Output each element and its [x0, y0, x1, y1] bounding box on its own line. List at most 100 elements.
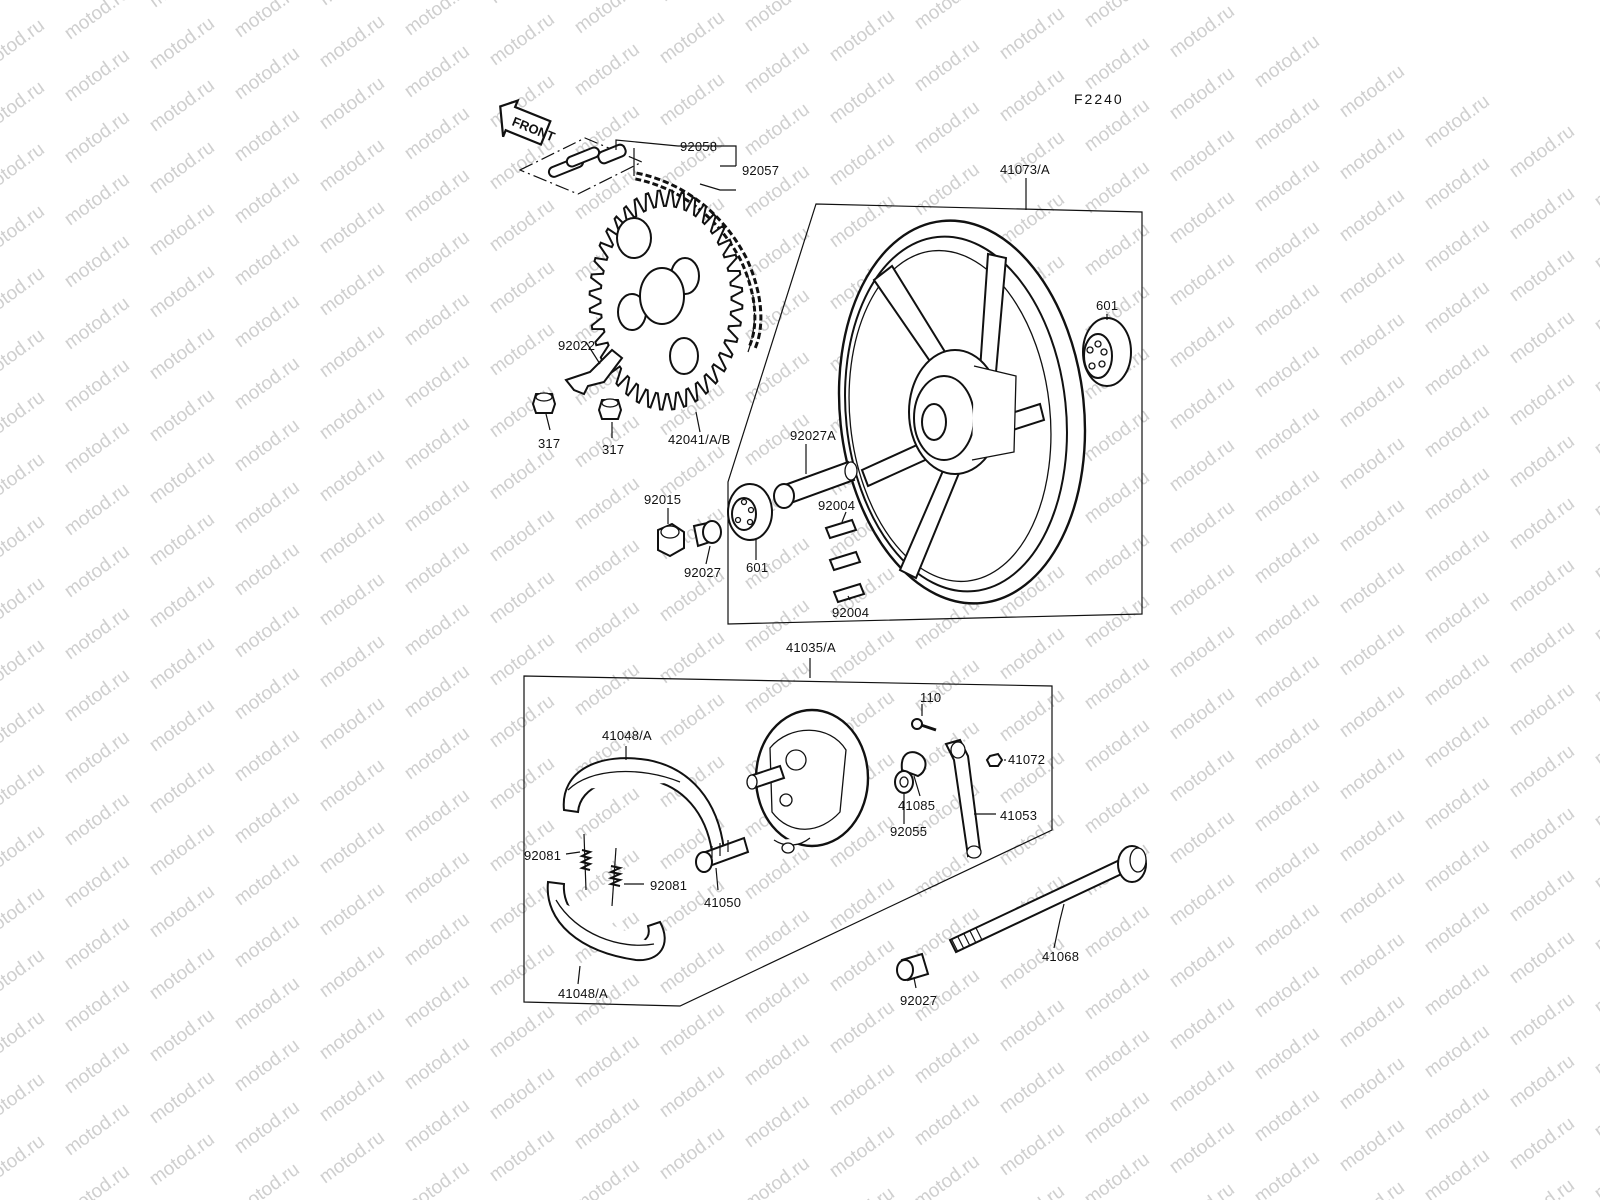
part-label: 92022 [558, 338, 595, 353]
wheel-group-frame [727, 203, 1143, 625]
watermark-text: motod.ru [656, 7, 729, 68]
watermark-text: motod.ru [401, 661, 474, 722]
watermark-text: motod.ru [316, 321, 389, 382]
watermark-text: motod.ru [1336, 61, 1409, 122]
watermark-text: motod.ru [146, 75, 219, 136]
watermark-text: motod.ru [1336, 247, 1409, 308]
watermark-text: motod.ru [1336, 371, 1409, 432]
part-label: 92027 [684, 565, 721, 580]
part-label: 92015 [644, 492, 681, 507]
front-arrow: FRONT [499, 98, 557, 146]
watermark-text: motod.ru [996, 0, 1069, 2]
watermark-text: motod.ru [1081, 963, 1154, 1024]
watermark-text: motod.ru [996, 623, 1069, 684]
watermark-text: motod.ru [0, 387, 49, 448]
watermark-text: motod.ru [1336, 185, 1409, 246]
watermark-text: motod.ru [231, 167, 304, 228]
watermark-text: motod.ru [1506, 493, 1579, 554]
watermark-text: motod.ru [146, 881, 219, 942]
part-label: 317 [602, 442, 624, 457]
watermark-text: motod.ru [486, 443, 559, 504]
watermark-text: motod.ru [1591, 957, 1600, 1018]
watermark-text: motod.ru [826, 935, 899, 996]
watermark-text: motod.ru [231, 787, 304, 848]
watermark-text: motod.ru [316, 631, 389, 692]
watermark-text: motod.ru [401, 227, 474, 288]
watermark-text: motod.ru [656, 1061, 729, 1122]
watermark-text: motod.ru [1166, 931, 1239, 992]
watermark-text: motod.ru [1506, 927, 1579, 988]
watermark-text: motod.ru [1081, 467, 1154, 528]
watermark-text: motod.ru [1166, 435, 1239, 496]
watermark-text: motod.ru [486, 0, 559, 8]
watermark-text: motod.ru [826, 129, 899, 190]
watermark-text: motod.ru [401, 785, 474, 846]
watermark-text: motod.ru [1591, 585, 1600, 646]
watermark-text: motod.ru [401, 909, 474, 970]
watermark-text: motod.ru [1336, 1177, 1409, 1200]
watermark-text: motod.ru [316, 0, 389, 10]
watermark-text: motod.ru [1166, 1, 1239, 62]
part-label: 41050 [704, 895, 741, 910]
watermark-text: motod.ru [1591, 1143, 1600, 1200]
watermark-text: motod.ru [1336, 123, 1409, 184]
watermark-text: motod.ru [61, 603, 134, 664]
watermark-text: motod.ru [61, 1099, 134, 1160]
watermark-text: motod.ru [231, 973, 304, 1034]
coupling-bracket [564, 348, 624, 396]
watermark-text: motod.ru [911, 35, 984, 96]
watermark-text: motod.ru [911, 1089, 984, 1150]
seal-92055 [894, 770, 914, 794]
part-label: 92055 [890, 824, 927, 839]
watermark-text: motod.ru [0, 325, 49, 386]
watermark-text: motod.ru [231, 911, 304, 972]
watermark-text: motod.ru [826, 5, 899, 66]
watermark-text: motod.ru [1166, 993, 1239, 1054]
watermark-text: motod.ru [0, 15, 49, 76]
watermark-text: motod.ru [1421, 91, 1494, 152]
watermark-text: motod.ru [996, 65, 1069, 126]
watermark-text: motod.ru [146, 509, 219, 570]
watermark-text: motod.ru [61, 231, 134, 292]
watermark-text: motod.ru [571, 535, 644, 596]
watermark-text: motod.ru [1251, 279, 1324, 340]
watermark-text: motod.ru [0, 0, 49, 14]
watermark-text: motod.ru [741, 0, 814, 36]
watermark-text: motod.ru [401, 165, 474, 226]
part-label: 41073/A [1000, 162, 1050, 177]
watermark-text: motod.ru [146, 571, 219, 632]
watermark-text: motod.ru [656, 689, 729, 750]
watermark-text: motod.ru [1166, 1117, 1239, 1178]
watermark-text: motod.ru [996, 1119, 1069, 1180]
watermark-text: motod.ru [1081, 777, 1154, 838]
watermark-text: motod.ru [1506, 121, 1579, 182]
watermark-text: motod.ru [316, 1065, 389, 1126]
watermark-text: motod.ru [61, 789, 134, 850]
watermark-text: motod.ru [1421, 897, 1494, 958]
watermark-text: motod.ru [231, 291, 304, 352]
watermark-text: motod.ru [571, 0, 644, 38]
watermark-text: motod.ru [1336, 805, 1409, 866]
watermark-text: motod.ru [1251, 1147, 1324, 1200]
watermark-text: motod.ru [231, 1035, 304, 1096]
watermark-text: motod.ru [1336, 1115, 1409, 1176]
watermark-text: motod.ru [61, 45, 134, 106]
watermark-text: motod.ru [1251, 93, 1324, 154]
watermark-text: motod.ru [741, 99, 814, 160]
watermark-text: motod.ru [1081, 529, 1154, 590]
watermark-text: motod.ru [486, 195, 559, 256]
watermark-text: motod.ru [826, 67, 899, 128]
watermark-text: motod.ru [486, 629, 559, 690]
watermark-text: motod.ru [1166, 1055, 1239, 1116]
part-label: 42041/A/B [668, 432, 731, 447]
watermark-text: motod.ru [231, 105, 304, 166]
watermark-text: motod.ru [146, 1005, 219, 1066]
watermark-text: motod.ru [1421, 525, 1494, 586]
watermark-text: motod.ru [1506, 245, 1579, 306]
watermark-text: motod.ru [146, 199, 219, 260]
watermark-text: motod.ru [486, 815, 559, 876]
watermark-text: motod.ru [316, 1127, 389, 1188]
watermark-text: motod.ru [1506, 431, 1579, 492]
spring-92081-right [607, 847, 624, 907]
watermark-text: motod.ru [1336, 557, 1409, 618]
